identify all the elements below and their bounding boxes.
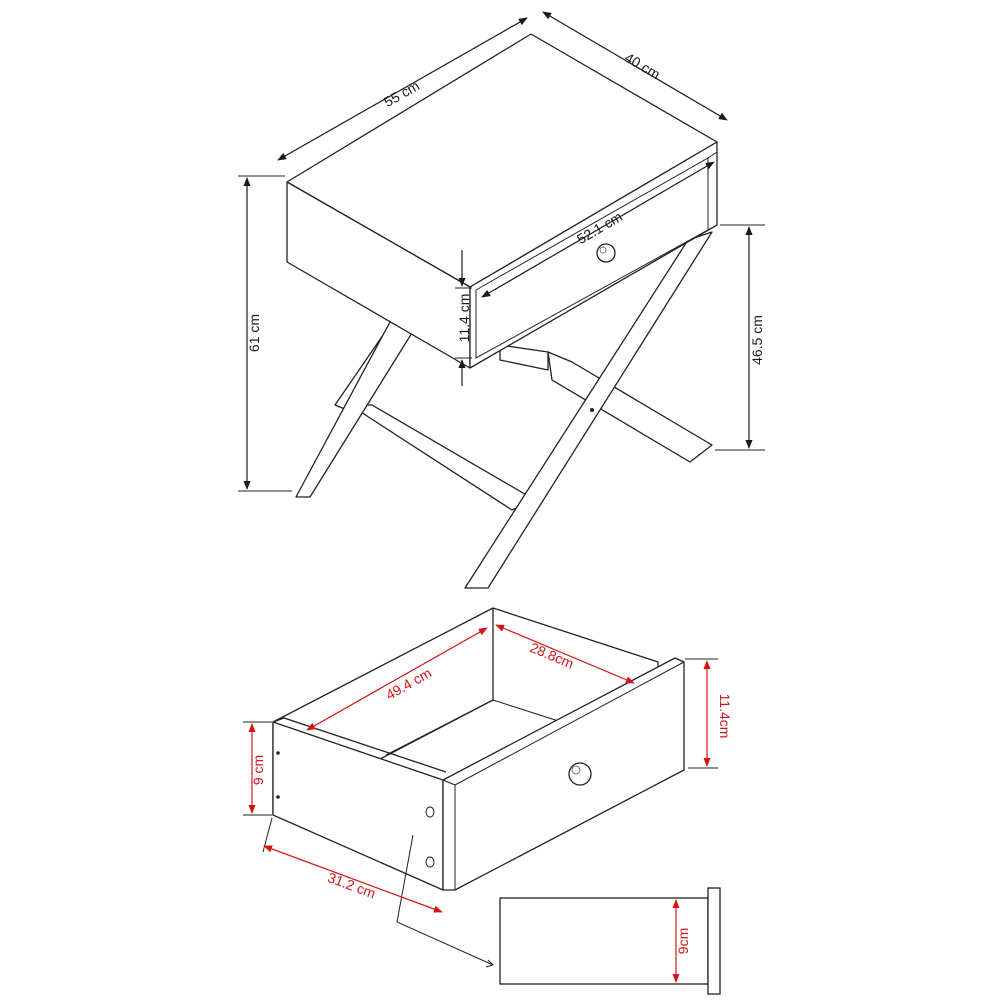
cross-stretcher — [349, 404, 536, 511]
dim-inner-depth-arrow — [495, 624, 635, 684]
label-side-length: 31.2 cm — [326, 869, 378, 901]
label-depth: 40 cm — [622, 49, 663, 82]
drawer-edge — [707, 151, 718, 159]
detail-panel-front — [707, 887, 721, 995]
front-leg-left — [295, 321, 416, 498]
label-side-height: 9 cm — [250, 755, 266, 785]
drawer-knob-highlight — [571, 765, 581, 775]
dim-inner-length-arrow — [306, 627, 488, 731]
table-knob-icon — [596, 243, 616, 263]
bedside-table-drawing — [286, 33, 718, 589]
side-screw-top — [276, 751, 280, 755]
side-cam-hole-bottom — [425, 856, 435, 868]
dim-width-arrow — [277, 17, 528, 161]
drawer-knob-icon — [568, 762, 592, 786]
back-leg-right — [547, 351, 713, 463]
label-leg-height: 46.5 cm — [749, 315, 765, 365]
detail-leader-tip-b — [485, 964, 494, 968]
detail-leader-tip-a — [487, 959, 494, 966]
label-inner-depth: 28.8cm — [528, 639, 577, 672]
label-back-height: 9cm — [675, 928, 691, 954]
side-cam-hole-top — [425, 806, 435, 818]
drawer-drawing — [272, 607, 685, 891]
drawer-dimension-lines — [243, 624, 718, 983]
table-dimension-lines — [238, 11, 765, 492]
side-screw-bottom — [276, 795, 280, 799]
label-front-height: 11.4cm — [717, 694, 733, 739]
front-top-edge — [454, 661, 685, 786]
label-drawer-front-height: 11.4 cm — [456, 294, 472, 343]
dim-depth-arrow — [542, 11, 728, 121]
leg-hinge-bolt — [590, 408, 594, 412]
dim-side-length-arrow — [263, 845, 443, 913]
dim-drawer-width-arrow — [481, 161, 715, 298]
label-height: 61 cm — [246, 314, 262, 352]
drawer-front-panel-3d — [442, 657, 685, 891]
front-thickness-top — [442, 779, 456, 786]
drawer-left-side-top — [272, 717, 447, 773]
drawer-runner — [499, 344, 549, 371]
